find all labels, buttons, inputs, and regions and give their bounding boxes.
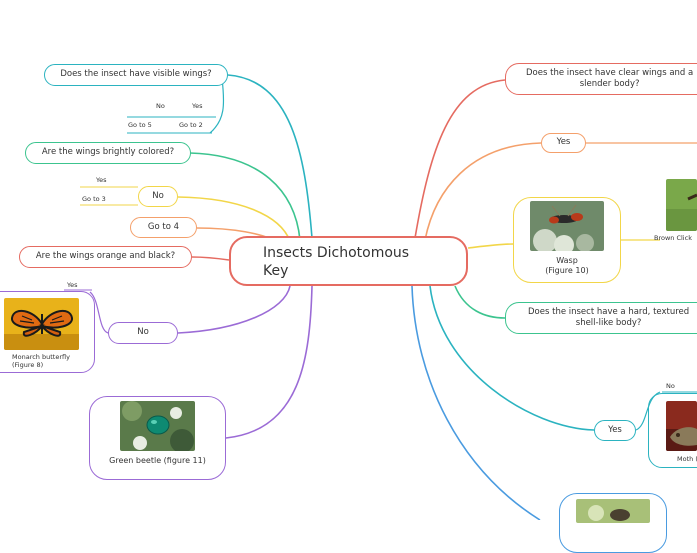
vw-no-label: No: [156, 102, 165, 110]
moth-image: [666, 401, 697, 451]
connector-green-beetle: [225, 285, 313, 439]
node-orange-black[interactable]: Are the wings orange and black?: [19, 246, 192, 268]
brown-click-caption: Brown Click: [654, 234, 692, 242]
connector-yes1: [424, 142, 542, 241]
no1-go3-label: Go to 3: [82, 195, 106, 203]
green-beetle-image: [120, 401, 195, 451]
node-yes2[interactable]: Yes: [594, 420, 636, 441]
node-go4-label: Go to 4: [147, 221, 180, 232]
node-hard-shell-line2: shell-like body?: [575, 318, 642, 328]
no2-yes-label: Yes: [67, 281, 78, 289]
node-yes2-label: Yes: [608, 424, 622, 435]
no1-yes-label: Yes: [96, 176, 107, 184]
wasp-image: [530, 201, 604, 251]
branch-connectors: [64, 74, 697, 520]
moth-bracket: [648, 393, 697, 468]
node-yes1-label: Yes: [556, 137, 571, 148]
vw-go5-label: Go to 5: [128, 121, 152, 129]
node-brightly-colored[interactable]: Are the wings brightly colored?: [25, 142, 191, 164]
connector-clear-wings: [414, 79, 506, 239]
node-brightly-colored-label: Are the wings brightly colored?: [41, 147, 175, 158]
vw-yes-label: Yes: [192, 102, 203, 110]
brown-click-beetle-image: [666, 179, 697, 231]
connector-no1: [177, 196, 291, 242]
central-topic[interactable]: Insects Dichotomous Key: [229, 236, 468, 286]
node-no1-label: No: [152, 190, 164, 201]
node-orange-black-label: Are the wings orange and black?: [35, 251, 176, 262]
monarch-caption-line1: Monarch butterfly: [12, 353, 70, 361]
node-no2[interactable]: No: [108, 322, 178, 344]
central-topic-line1: Insects Dichotomous: [263, 245, 410, 261]
monarch-caption-line2: (Figure 8): [12, 361, 44, 370]
connector-wasp: [467, 243, 514, 249]
connector-no2: [177, 285, 291, 334]
wasp-caption: Wasp (Figure 10): [513, 256, 621, 277]
node-hard-shell[interactable]: Does the insect have a hard, textured sh…: [505, 302, 697, 334]
monarch-caption: Monarch butterfly (Figure 8): [12, 353, 70, 370]
node-no2-label: No: [137, 327, 149, 338]
node-yes1[interactable]: Yes: [541, 133, 586, 153]
bottom-card-image: [576, 499, 650, 523]
connector-orange-black: [191, 256, 230, 261]
node-hard-shell-line1: Does the insect have a hard, textured: [528, 306, 690, 317]
connector-visible-wings: [227, 74, 313, 239]
node-visible-wings-label: Does the insect have visible wings?: [60, 69, 212, 80]
vw-go2-label: Go to 2: [179, 121, 203, 129]
monarch-bracket: [0, 291, 95, 373]
underline-yes-go3: [80, 186, 138, 206]
green-beetle-caption: Green beetle (figure 11): [109, 456, 206, 465]
connector-hard-shell: [454, 285, 506, 319]
node-clear-wings-line2: slender body?: [579, 79, 640, 89]
central-topic-line2: Key: [263, 263, 289, 280]
monarch-butterfly-image: [4, 298, 79, 350]
connector-no2-sub: [89, 291, 109, 334]
wasp-caption-line1: Wasp: [556, 256, 578, 265]
node-clear-wings-line1: Does the insect have clear wings and a: [526, 67, 694, 78]
node-no1[interactable]: No: [138, 186, 178, 207]
moth-caption: Moth (: [677, 455, 697, 463]
yes2-no-label: No: [666, 382, 675, 390]
underline-go: [127, 116, 216, 134]
node-visible-wings[interactable]: Does the insect have visible wings?: [44, 64, 228, 86]
node-go4[interactable]: Go to 4: [130, 217, 197, 238]
wasp-caption-line2: (Figure 10): [545, 266, 589, 276]
connector-visible-wings-sub: [209, 77, 225, 134]
connector-brightly-colored: [189, 152, 301, 241]
connector-yes2: [429, 285, 595, 431]
connector-blue-bottom: [411, 285, 541, 520]
node-clear-wings[interactable]: Does the insect have clear wings and a s…: [505, 63, 697, 95]
